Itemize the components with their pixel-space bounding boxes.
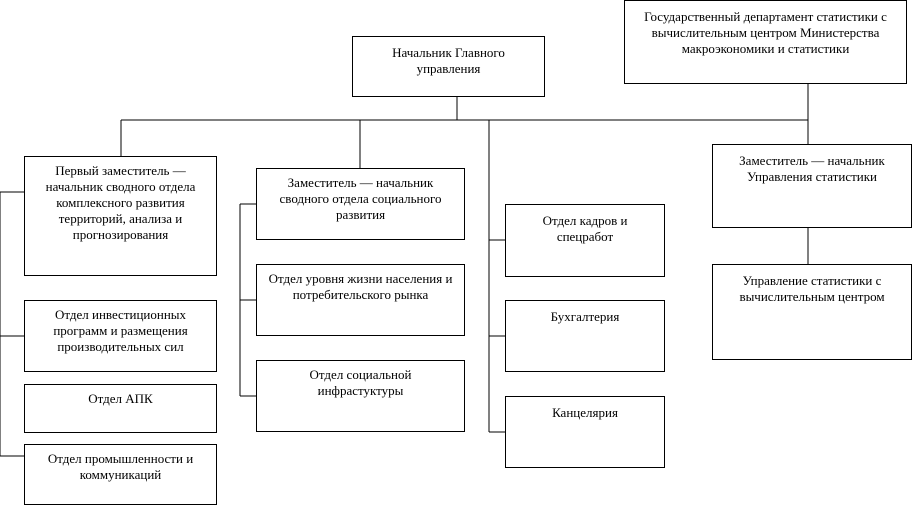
first-deputy-box: Первый заместитель — начальник сводного … <box>24 156 217 276</box>
living-standards-department-box: Отдел уровня жизни населения и потребите… <box>256 264 465 336</box>
hr-department-box: Отдел кадров и спецработ <box>505 204 665 277</box>
chancellery-box: Канцелярия <box>505 396 665 468</box>
apk-department-box: Отдел АПК <box>24 384 217 433</box>
statistics-deputy-box: Заместитель — начальник Управления стати… <box>712 144 912 228</box>
head-box: Начальник Главного управления <box>352 36 545 97</box>
investment-department-box: Отдел инвестиционных программ и размещен… <box>24 300 217 372</box>
statistics-administration-box: Управление статистики с вычислительным ц… <box>712 264 912 360</box>
social-infrastructure-department-box: Отдел социальной инфрастуктуры <box>256 360 465 432</box>
social-deputy-box: Заместитель — начальник сводного отдела … <box>256 168 465 240</box>
accounting-box: Бухгалтерия <box>505 300 665 372</box>
industry-department-box: Отдел промышленности и коммуникаций <box>24 444 217 505</box>
state-department-box: Государственный департамент статистики с… <box>624 0 907 84</box>
